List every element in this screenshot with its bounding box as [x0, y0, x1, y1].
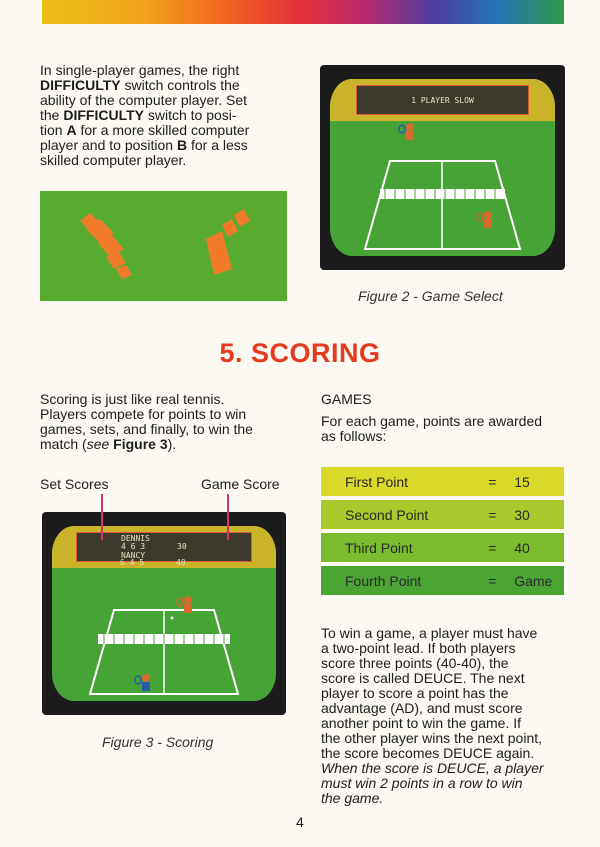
screen-mode-label: 1 PLAYER SLOW: [411, 95, 474, 105]
game-score-pointer: [227, 494, 229, 540]
equals-sign: =: [488, 506, 497, 523]
tennis-ball: [170, 616, 174, 620]
scoring-line: games, sets, and finally, to win the: [40, 421, 253, 437]
player2-game: 40: [176, 558, 186, 567]
game-score-label: Game Score: [201, 476, 280, 492]
point-value: Game: [514, 572, 553, 589]
intro-paragraph: In single-player games, the right DIFFIC…: [40, 63, 290, 168]
player1-game: 30: [177, 542, 187, 551]
games-body-line: score is called DEUCE. The next: [321, 670, 525, 686]
games-body-line: advantage (AD), and must score: [321, 700, 523, 716]
point-value: 15: [514, 473, 530, 490]
player-sprite-bottom: [476, 211, 492, 228]
player2-name: NANCY: [121, 551, 146, 560]
player1-name: DENNIS: [121, 534, 150, 543]
games-intro: For each game, points are awarded as fol…: [321, 414, 571, 444]
figure3-caption: Figure 3 - Scoring: [102, 734, 214, 750]
point-value: 40: [514, 539, 530, 556]
games-body-line: score three points (40-40), the: [321, 655, 509, 671]
intro-line: player and to position B for a less: [40, 137, 248, 153]
games-body-italic-line: must win 2 points in a row to win: [321, 775, 523, 791]
rainbow-header-bar: [42, 0, 564, 24]
intro-line: skilled computer player.: [40, 152, 187, 168]
games-body-line: the score becomes DEUCE again.: [321, 745, 535, 761]
difficulty-switch-illustration: [40, 191, 287, 301]
intro-line: the DIFFICULTY switch to posi-: [40, 107, 237, 123]
player-sprite-bottom: [134, 674, 150, 691]
intro-line: DIFFICULTY switch controls the: [40, 77, 240, 93]
figure2-tv-screen: 1 PLAYER SLOW: [320, 65, 565, 270]
intro-line: tion A for a more skilled computer: [40, 122, 250, 138]
intro-line: In single-player games, the right: [40, 62, 240, 78]
set-scores-label: Set Scores: [40, 476, 109, 492]
table-row: Third Point = 40: [321, 533, 564, 562]
set-scores-pointer: [101, 494, 103, 540]
table-row: Fourth Point = Game: [321, 566, 564, 595]
player1-sets: 4 6 3: [121, 542, 146, 551]
scoring-line: match (see Figure 3).: [40, 436, 177, 452]
tennis-court: [363, 123, 522, 250]
equals-sign: =: [488, 473, 497, 490]
point-value: 30: [514, 506, 530, 523]
equals-sign: =: [488, 572, 497, 589]
page-number: 4: [296, 814, 304, 830]
tennis-court: [88, 596, 240, 695]
point-label: Fourth Point: [345, 572, 422, 589]
scoring-line: Players compete for points to win: [40, 406, 247, 422]
games-title: GAMES: [321, 391, 372, 407]
intro-line: ability of the computer player. Set: [40, 92, 247, 108]
table-row: First Point = 15: [321, 467, 564, 496]
games-intro-line: as follows:: [321, 428, 387, 444]
player-sprite-top: [176, 596, 192, 613]
table-row: Second Point = 30: [321, 500, 564, 529]
games-body-italic-line: When the score is DEUCE, a player: [321, 760, 544, 776]
games-body-line: another point to win the game. If: [321, 715, 522, 731]
point-label: First Point: [345, 473, 409, 490]
figure2-caption: Figure 2 - Game Select: [358, 288, 503, 304]
games-body-line: the other player wins the next point,: [321, 730, 543, 746]
games-body-italic-line: the game.: [321, 790, 384, 806]
point-label: Second Point: [345, 506, 429, 523]
section-heading: 5. SCORING: [219, 338, 381, 368]
scoring-line: Scoring is just like real tennis.: [40, 391, 225, 407]
figure3-tv-screen: DENNIS 4 6 3 30 NANCY 6 4 5 40: [42, 512, 286, 715]
scoring-paragraph: Scoring is just like real tennis. Player…: [40, 392, 300, 452]
equals-sign: =: [488, 539, 497, 556]
games-body-line: a two-point lead. If both players: [321, 640, 516, 656]
point-label: Third Point: [345, 539, 413, 556]
games-body: To win a game, a player must have a two-…: [321, 626, 581, 806]
points-table: First Point = 15 Second Point = 30 Third…: [321, 467, 564, 599]
player2-sets: 6 4 5: [120, 558, 145, 567]
games-intro-line: For each game, points are awarded: [321, 413, 543, 429]
games-body-line: player to score a point has the: [321, 685, 509, 701]
difficulty-switch-graphic: [80, 209, 250, 279]
games-body-line: To win a game, a player must have: [321, 625, 538, 641]
player-sprite-top: [398, 123, 414, 140]
